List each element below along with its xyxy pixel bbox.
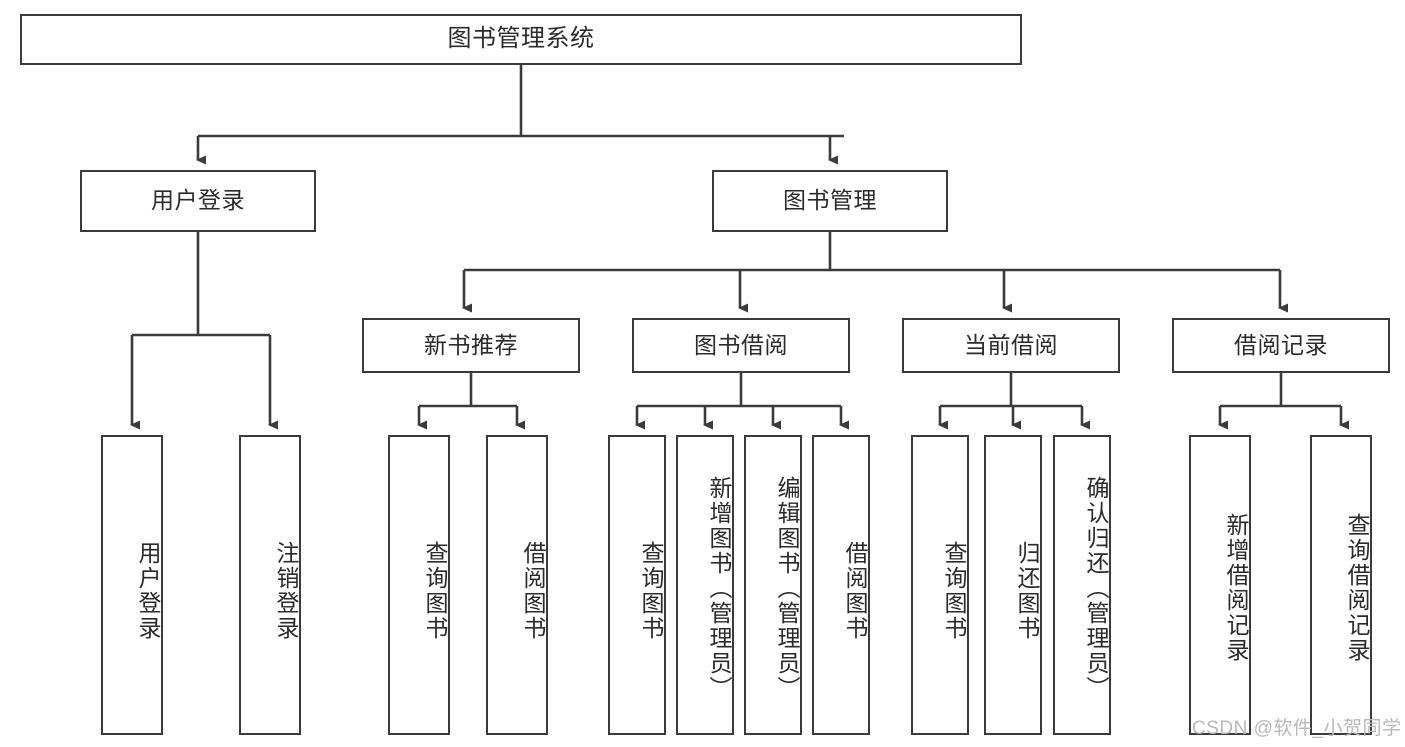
- node-current-borrow-label: 当前借阅: [964, 331, 1058, 358]
- node-borrow-record-label: 借阅记录: [1234, 331, 1328, 358]
- node-leaf-add-book-admin[interactable]: 新增图书（管理员）: [676, 435, 734, 735]
- node-leaf-query-book-2[interactable]: 查询图书: [608, 435, 666, 735]
- csdn-watermark-text: CSDN @软件_小贺同学: [1192, 718, 1402, 739]
- node-book-borrow-label: 图书借阅: [694, 331, 788, 358]
- node-leaf-query-book-3[interactable]: 查询图书: [911, 435, 969, 735]
- node-leaf-query-book-1[interactable]: 查询图书: [388, 435, 450, 735]
- node-leaf-query-borrow-record-label: 查询借阅记录: [1344, 513, 1370, 663]
- node-leaf-logout-login[interactable]: 注销登录: [239, 435, 301, 735]
- node-leaf-borrow-book-1-label: 借阅图书: [520, 541, 546, 641]
- node-leaf-confirm-return-admin-label: 确认归还（管理员）: [1083, 475, 1109, 701]
- node-leaf-return-book[interactable]: 归还图书: [984, 435, 1042, 735]
- node-leaf-edit-book-admin[interactable]: 编辑图书（管理员）: [744, 435, 802, 735]
- node-leaf-borrow-book-1[interactable]: 借阅图书: [486, 435, 548, 735]
- node-leaf-add-borrow-record[interactable]: 新增借阅记录: [1189, 435, 1251, 735]
- node-root[interactable]: 图书管理系统: [20, 14, 1022, 65]
- csdn-watermark: CSDN @软件_小贺同学: [1192, 713, 1401, 740]
- node-leaf-add-book-admin-label: 新增图书（管理员）: [706, 475, 732, 701]
- node-book-manage[interactable]: 图书管理: [712, 170, 948, 232]
- node-leaf-edit-book-admin-label: 编辑图书（管理员）: [774, 475, 800, 701]
- node-book-manage-label: 图书管理: [783, 187, 877, 214]
- node-leaf-query-book-3-label: 查询图书: [941, 541, 967, 641]
- node-user-login[interactable]: 用户登录: [80, 170, 316, 232]
- node-leaf-return-book-label: 归还图书: [1014, 541, 1040, 641]
- node-leaf-query-book-2-label: 查询图书: [638, 541, 664, 641]
- node-leaf-logout-login-label: 注销登录: [273, 541, 299, 641]
- node-root-label: 图书管理系统: [447, 25, 595, 53]
- node-borrow-record[interactable]: 借阅记录: [1172, 318, 1390, 373]
- node-leaf-confirm-return-admin[interactable]: 确认归还（管理员）: [1053, 435, 1111, 735]
- node-user-login-label: 用户登录: [151, 187, 245, 214]
- node-leaf-query-borrow-record[interactable]: 查询借阅记录: [1310, 435, 1372, 735]
- node-new-book-recommend[interactable]: 新书推荐: [362, 318, 580, 373]
- node-current-borrow[interactable]: 当前借阅: [902, 318, 1120, 373]
- node-leaf-add-borrow-record-label: 新增借阅记录: [1223, 513, 1249, 663]
- node-book-borrow[interactable]: 图书借阅: [632, 318, 850, 373]
- node-leaf-query-book-1-label: 查询图书: [422, 541, 448, 641]
- node-leaf-borrow-book-2[interactable]: 借阅图书: [812, 435, 870, 735]
- node-leaf-user-login[interactable]: 用户登录: [101, 435, 163, 735]
- node-new-book-recommend-label: 新书推荐: [424, 331, 518, 358]
- node-leaf-user-login-label: 用户登录: [135, 541, 161, 641]
- node-leaf-borrow-book-2-label: 借阅图书: [842, 541, 868, 641]
